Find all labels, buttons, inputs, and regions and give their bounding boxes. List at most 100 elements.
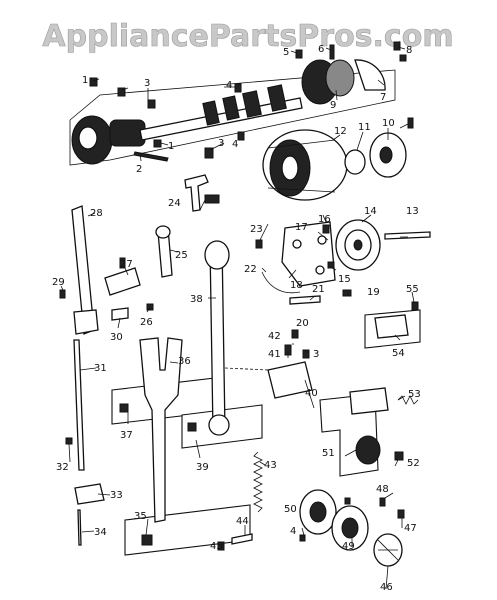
screw-4d — [344, 497, 351, 505]
callout-22: 22 — [244, 264, 257, 275]
screw-1b — [153, 139, 162, 148]
screw-4b — [237, 131, 245, 141]
callout-4a: 4 — [226, 80, 232, 91]
lever-38 — [209, 242, 226, 433]
callout-25: 25 — [175, 250, 188, 261]
screw-1 — [89, 77, 98, 87]
nut-15 — [327, 261, 335, 269]
needle-bar-31 — [73, 339, 85, 471]
callout-4b: 4 — [232, 139, 238, 150]
callout-12: 12 — [334, 126, 347, 137]
callout-36: 36 — [178, 356, 191, 367]
arm-25-eye — [155, 225, 171, 239]
callout-17: 17 — [295, 222, 308, 233]
callout-9: 9 — [330, 100, 336, 111]
callout-41: 41 — [268, 349, 281, 360]
spring-43 — [253, 451, 263, 513]
callout-4c: 4 — [290, 526, 296, 537]
gear-52 — [355, 435, 381, 465]
bracket-hole-3 — [315, 265, 325, 275]
callout-7: 7 — [380, 92, 386, 103]
screw-4c — [299, 534, 306, 542]
callout-3b: 3 — [218, 138, 224, 149]
handwheel-edges — [267, 139, 336, 193]
watermark-text: AppliancePartsPros.com — [42, 19, 453, 54]
screw-39 — [187, 422, 197, 432]
callout-47: 47 — [404, 523, 417, 534]
screw-29 — [59, 289, 66, 299]
callout-30: 30 — [110, 332, 123, 343]
left-collar — [109, 119, 146, 147]
crank-24-screw — [204, 194, 220, 204]
leader-lines — [60, 46, 415, 590]
fork-lever-36 — [139, 337, 183, 523]
callout-28: 28 — [90, 208, 103, 219]
bushing-3c — [204, 147, 214, 159]
screw-35 — [141, 534, 153, 546]
pin-20 — [289, 295, 321, 305]
callout-20: 20 — [296, 318, 309, 329]
callout-52: 52 — [407, 458, 420, 469]
pin-44 — [231, 533, 253, 545]
callout-14: 14 — [364, 206, 377, 217]
left-hub-bore — [78, 126, 98, 150]
callout-54: 54 — [392, 348, 405, 359]
needle-34 — [77, 509, 82, 546]
clutch-washer — [344, 149, 366, 175]
callout-19: 19 — [367, 287, 380, 298]
callout-45: 45 — [210, 541, 223, 552]
callout-21: 21 — [312, 284, 325, 295]
handwheel-hub — [281, 155, 299, 181]
screw-30 — [111, 307, 129, 321]
callout-53: 53 — [408, 389, 421, 400]
bracket-40 — [267, 361, 313, 399]
lever-group — [111, 240, 313, 556]
callout-5: 5 — [283, 47, 289, 58]
screw-45 — [217, 541, 225, 551]
callout-51: 51 — [322, 448, 335, 459]
screw-37 — [119, 403, 129, 413]
needle-bar-group — [59, 174, 220, 546]
callout-43: 43 — [264, 460, 277, 471]
handwheel-assembly — [262, 117, 414, 201]
shaft-cam-2 — [222, 95, 240, 121]
callout-33: 33 — [110, 490, 123, 501]
callout-numbers: 1 3 1 2 4 4 3 5 6 8 7 9 10 11 12 13 14 1… — [52, 44, 421, 593]
callout-29: 29 — [52, 277, 65, 288]
callout-24: 24 — [168, 198, 181, 209]
cam-50-center — [309, 501, 327, 523]
bracket-hole-1 — [292, 239, 302, 249]
callout-16: 16 — [318, 214, 331, 225]
callout-39: 39 — [196, 462, 209, 473]
shaft-frame-outline — [69, 69, 396, 166]
callout-34: 34 — [94, 527, 107, 538]
callout-15: 15 — [338, 274, 351, 285]
callout-48: 48 — [376, 484, 389, 495]
callout-2: 2 — [136, 164, 142, 175]
callout-13: 13 — [406, 206, 419, 217]
lever-38-foot — [208, 414, 230, 436]
callout-3c: 3 — [313, 349, 319, 360]
motor-pulley-assembly — [255, 219, 431, 305]
callout-6: 6 — [318, 44, 324, 55]
screw-4a — [234, 83, 242, 93]
screw-23 — [255, 239, 263, 249]
main-shaft-assembly — [69, 41, 407, 166]
dashed-40 — [224, 367, 269, 371]
callout-55: 55 — [406, 284, 419, 295]
callout-1: 1 — [82, 75, 88, 86]
spring-22 — [261, 271, 301, 294]
screw-5 — [295, 49, 303, 59]
screw-55 — [411, 301, 419, 311]
clamp-33 — [74, 483, 105, 505]
disc-46-lines — [377, 539, 399, 561]
screw-16 — [322, 224, 330, 234]
screw-3b — [147, 99, 156, 109]
screw-27 — [119, 257, 126, 269]
part-53 — [349, 387, 389, 415]
screw-9 — [407, 117, 414, 129]
pulley-bolt — [384, 231, 431, 240]
callout-49: 49 — [342, 541, 355, 552]
